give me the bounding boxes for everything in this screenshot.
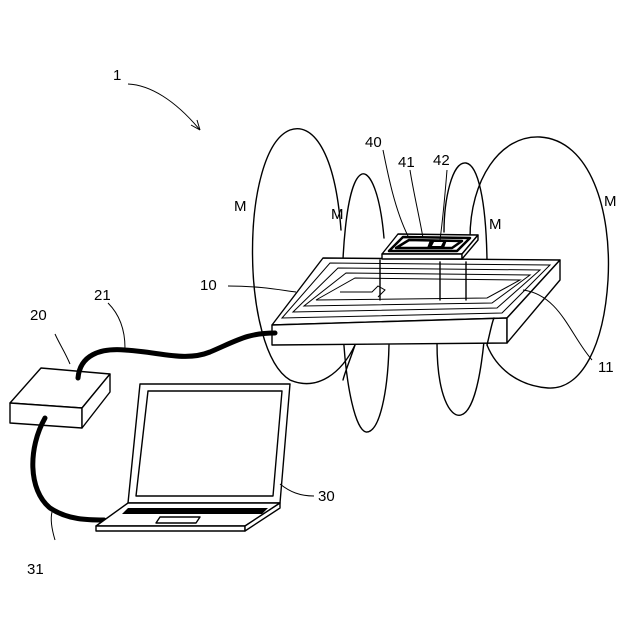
power-unit bbox=[10, 368, 110, 428]
label-pad-cable: 21 bbox=[94, 287, 111, 304]
label-laptop-cable: 31 bbox=[27, 561, 44, 578]
laptop-touchpad bbox=[156, 517, 200, 523]
label-laptop: 30 bbox=[318, 488, 335, 505]
laptop bbox=[96, 384, 290, 531]
system-arrow bbox=[128, 84, 200, 130]
power-unit-front bbox=[10, 403, 82, 428]
label-transmitter-coil: 11 bbox=[598, 359, 614, 376]
tag-front-face bbox=[382, 254, 462, 259]
label-receiver-chip: 42 bbox=[433, 152, 450, 169]
laptop-base-front bbox=[96, 526, 245, 531]
laptop-keyboard bbox=[122, 508, 268, 514]
label-power-unit: 20 bbox=[30, 307, 47, 324]
receiver-tag bbox=[382, 234, 478, 259]
label-field-2: M bbox=[331, 206, 344, 223]
label-receiver-tag: 40 bbox=[365, 134, 382, 151]
laptop-cable bbox=[33, 418, 104, 520]
label-system: 1 bbox=[113, 67, 121, 84]
label-field-3: M bbox=[489, 216, 502, 233]
laptop-screen-inner bbox=[136, 391, 282, 496]
label-field-4: M bbox=[604, 193, 617, 210]
label-receiver-coil: 41 bbox=[398, 154, 415, 171]
label-transmitter-pad: 10 bbox=[200, 277, 217, 294]
label-field-1: M bbox=[234, 198, 247, 215]
pad-cable bbox=[78, 333, 275, 378]
transmitter-pad bbox=[272, 258, 560, 345]
